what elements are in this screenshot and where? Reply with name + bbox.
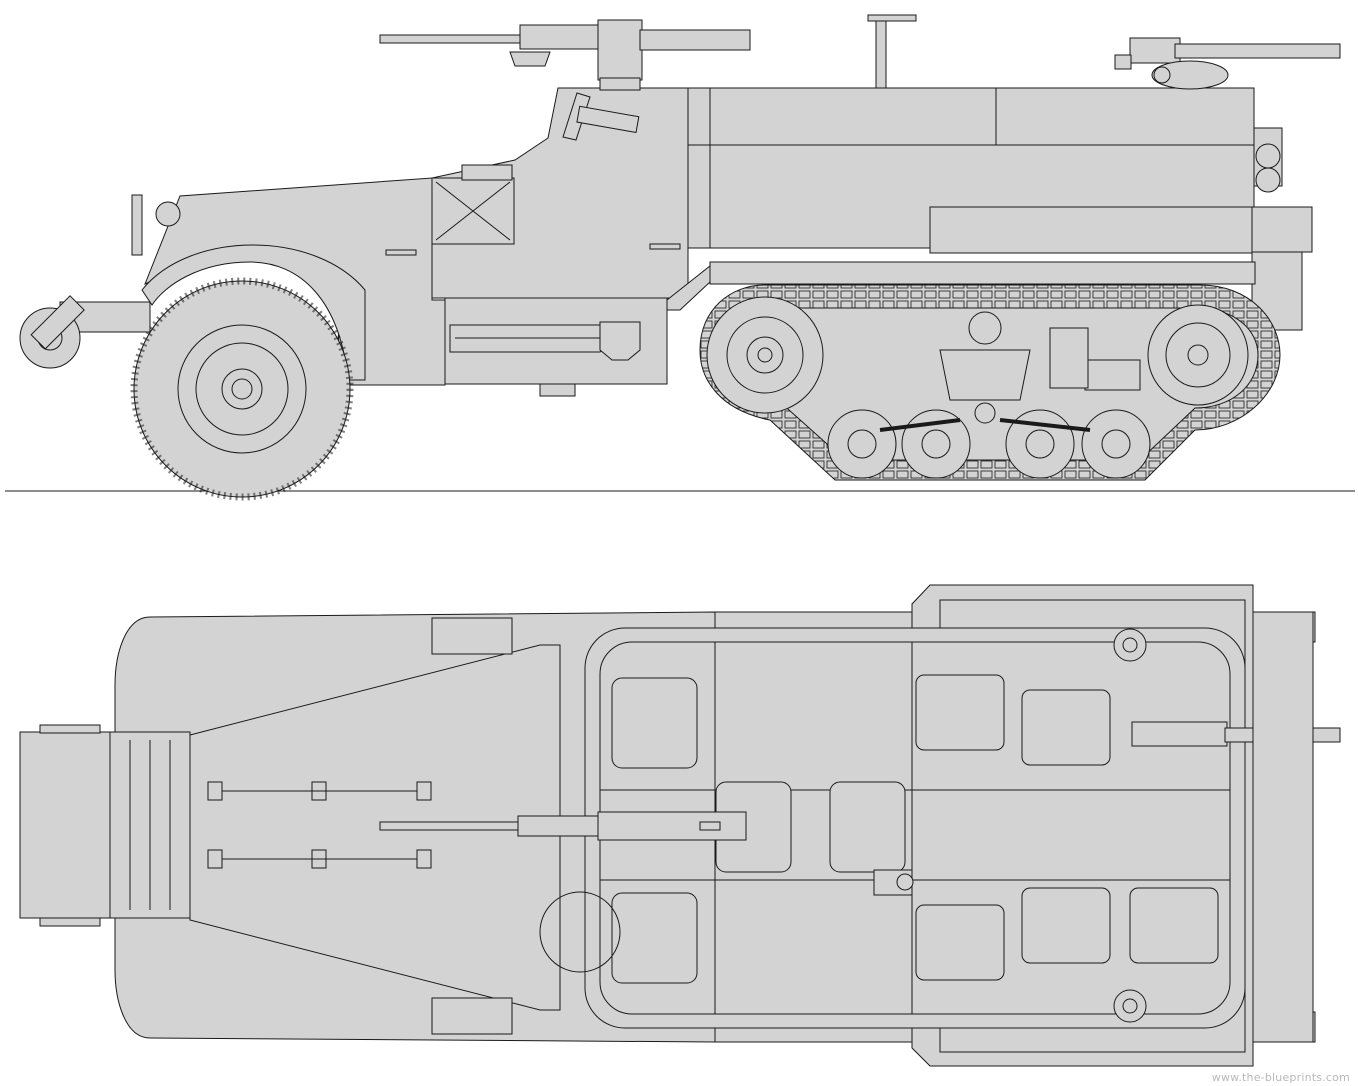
front-machine-gun-top (379, 811, 747, 841)
seat (1021, 689, 1111, 766)
hood (141, 177, 446, 386)
seat (915, 904, 1005, 981)
shovel (449, 321, 641, 361)
rear-body (687, 87, 1313, 331)
seat-driver (611, 677, 698, 769)
front-machine-gun (379, 19, 751, 91)
seat (829, 781, 906, 873)
step (539, 383, 576, 397)
side-view (5, 14, 1355, 501)
tie-downs (207, 781, 432, 869)
top-view (19, 584, 1341, 1067)
rear-step (1252, 611, 1314, 1043)
front-wheel (130, 277, 354, 501)
track-assembly (699, 284, 1281, 481)
bumper-roller (19, 194, 151, 369)
front-roller-top (19, 724, 191, 927)
headlight (155, 201, 181, 227)
track-fender (709, 261, 1256, 285)
watermark: www.the-blueprints.com (1211, 1071, 1350, 1084)
seat (1021, 887, 1111, 964)
seat (915, 674, 1005, 751)
front-box (431, 997, 513, 1035)
front-box (431, 617, 513, 655)
door-handle (649, 243, 681, 250)
seat (1129, 887, 1219, 964)
rear-machine-gun (1114, 37, 1341, 90)
rear-can (1253, 127, 1283, 193)
antenna-mount (867, 14, 917, 89)
seat-codriver (611, 892, 698, 984)
steering-wheel (539, 891, 621, 973)
crew-compartment (539, 627, 1246, 1029)
cab (431, 87, 689, 299)
